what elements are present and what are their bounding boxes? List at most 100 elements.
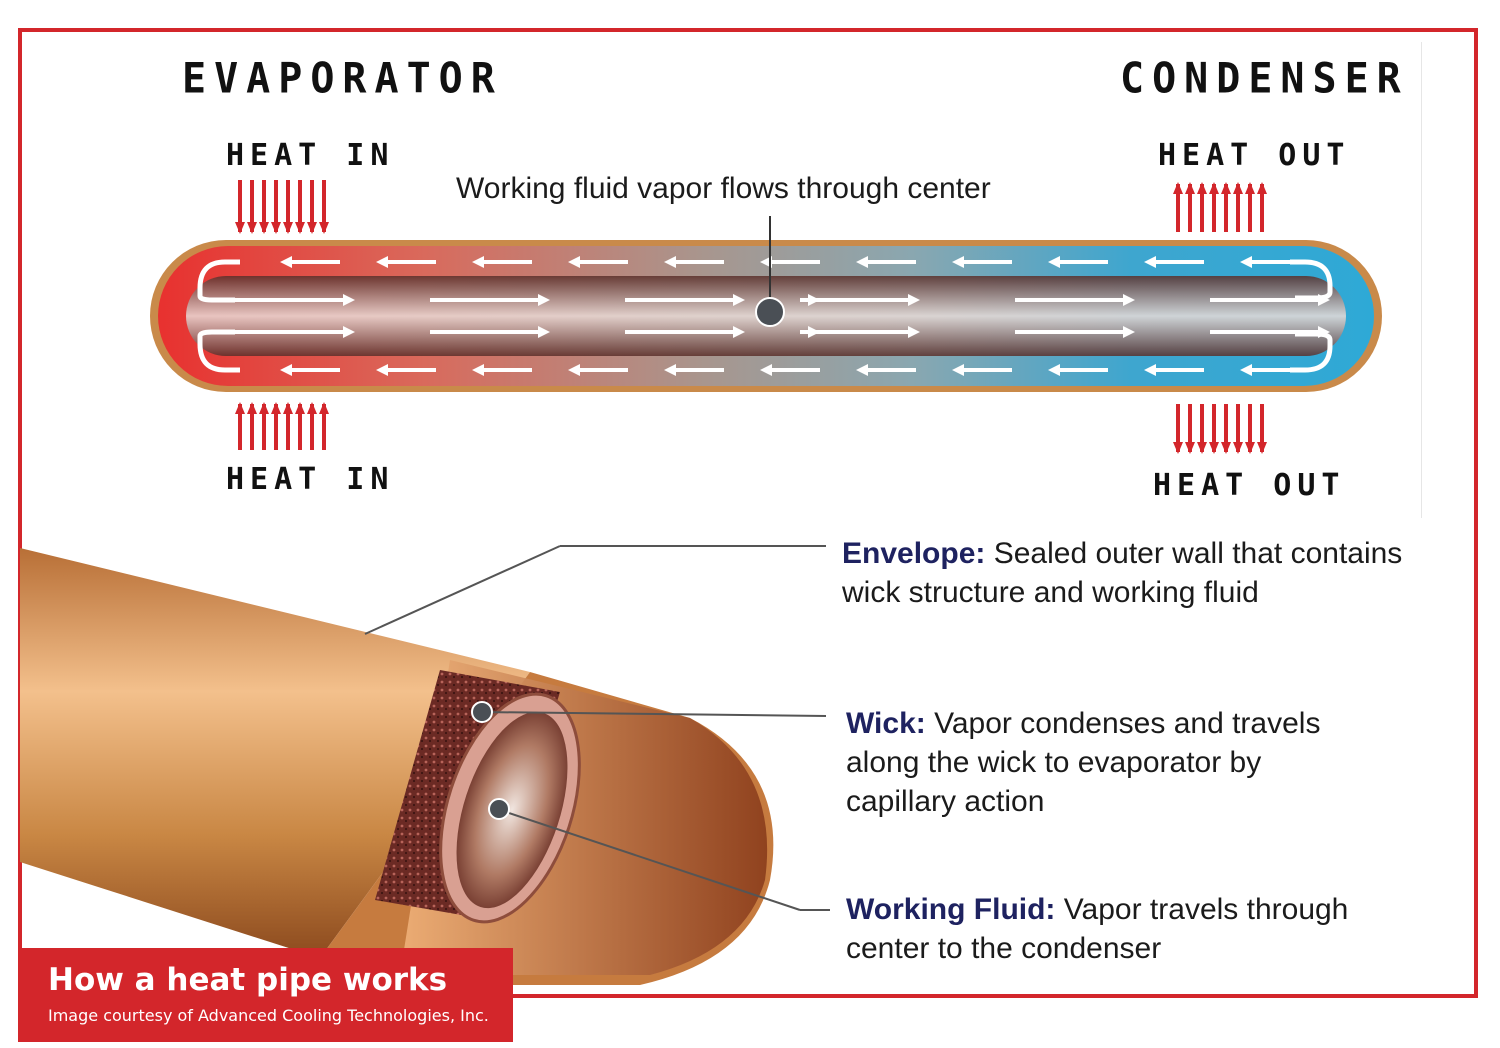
vapor-arrow-head (1123, 294, 1135, 306)
outer-frame (18, 28, 1478, 998)
legend-envelope: Envelope: Sealed outer wall that contain… (842, 534, 1462, 612)
heat-out-arrows-top (1173, 182, 1267, 232)
wick-callout-line (481, 711, 827, 717)
wick-arrow-head (280, 364, 292, 376)
vapor-arrow-head (808, 326, 820, 338)
heat-out-arrow-head (1185, 442, 1195, 454)
heat-in-arrow-head (247, 402, 257, 414)
wick-arrow-head (664, 256, 676, 268)
vapor-callout-dot (755, 297, 785, 327)
heat-out-arrow-head (1197, 182, 1207, 194)
heat-out-label-bottom: HEAT OUT (1153, 468, 1346, 503)
fluid-callout-dot (488, 798, 510, 820)
wick-callout-dot (471, 701, 493, 723)
heat-out-arrow-head (1245, 182, 1255, 194)
legend-envelope-text: Sealed outer wall that contains wick str… (842, 537, 1403, 609)
wick-arrow-head (568, 364, 580, 376)
heat-out-arrow-head (1245, 442, 1255, 454)
heat-out-arrow-head (1185, 182, 1195, 194)
wick-arrow-head (1048, 364, 1060, 376)
heat-out-arrow-head (1257, 442, 1267, 454)
wick-arrow-head (1240, 256, 1252, 268)
heat-out-arrow-head (1257, 182, 1267, 194)
vapor-arrow-head (343, 326, 355, 338)
legend-fluid-text: Vapor travels through center to the cond… (846, 893, 1349, 965)
heat-out-arrow-head (1209, 182, 1219, 194)
heat-out-arrow-head (1173, 182, 1183, 194)
legend-wick-text: Vapor condenses and travels along the wi… (846, 707, 1321, 818)
wick-arrow-head (952, 256, 964, 268)
vapor-callout-text: Working fluid vapor flows through center (456, 172, 991, 205)
heat-in-arrows-bottom (235, 402, 329, 450)
heat-in-arrow-head (235, 402, 245, 414)
heat-in-arrow-head (247, 222, 257, 234)
heat-pipe-cutaway (20, 545, 830, 985)
caption-credit: Image courtesy of Advanced Cooling Techn… (48, 1006, 489, 1025)
wick-arrow-head (472, 256, 484, 268)
legend-working-fluid: Working Fluid: Vapor travels through cen… (846, 890, 1406, 968)
legend-wick-term: Wick: (846, 707, 926, 740)
wick-arrow-head (280, 256, 292, 268)
wick-arrow-head (760, 364, 772, 376)
heat-in-arrows-top (235, 180, 329, 234)
envelope-callout-line-a (364, 545, 561, 635)
heat-in-arrow-head (271, 222, 281, 234)
wick-arrow-head (952, 364, 964, 376)
wick-arrow-head (1048, 256, 1060, 268)
heat-in-arrow-head (283, 222, 293, 234)
vapor-arrow-head (908, 326, 920, 338)
heat-in-arrow-head (295, 402, 305, 414)
wick-arrow-head (664, 364, 676, 376)
wick-arrow-head (376, 364, 388, 376)
vapor-flow-arrows (235, 294, 1330, 338)
wick-arrow-head (1144, 256, 1156, 268)
heat-in-arrow-head (307, 402, 317, 414)
heat-in-arrow-head (235, 222, 245, 234)
divider-line (1421, 42, 1422, 518)
heat-pipe-straight (150, 216, 1382, 392)
wick-flow-arrows (280, 256, 1300, 376)
heat-out-arrow-head (1233, 182, 1243, 194)
vapor-arrow-head (1123, 326, 1135, 338)
vapor-arrow-head (538, 294, 550, 306)
heat-in-arrow-head (295, 222, 305, 234)
vapor-arrow-head (733, 326, 745, 338)
wick-arrow-head (472, 364, 484, 376)
vapor-arrow-head (538, 326, 550, 338)
vapor-arrow-head (908, 294, 920, 306)
heat-in-arrow-head (319, 402, 329, 414)
flow-curve-left-top (197, 259, 240, 303)
wick-arrow-head (1144, 364, 1156, 376)
heat-in-arrow-head (319, 222, 329, 234)
caption-box: How a heat pipe works Image courtesy of … (18, 948, 513, 1042)
heat-out-arrow-head (1209, 442, 1219, 454)
heat-in-arrow-head (259, 222, 269, 234)
heat-out-arrow-head (1221, 182, 1231, 194)
wick-arrow-head (1240, 364, 1252, 376)
heat-in-arrow-head (283, 402, 293, 414)
wick-arrow-head (856, 364, 868, 376)
heat-in-label-bottom: HEAT IN (226, 462, 395, 497)
legend-wick: Wick: Vapor condenses and travels along … (846, 704, 1346, 821)
cutaway-envelope-body (20, 548, 530, 958)
heat-in-label-top: HEAT IN (226, 138, 395, 173)
evaporator-label: EVAPORATOR (182, 54, 503, 104)
legend-fluid-term: Working Fluid: (846, 893, 1056, 926)
vapor-arrow-head (1318, 326, 1330, 338)
heat-out-arrow-head (1233, 442, 1243, 454)
vapor-arrow-head (343, 294, 355, 306)
heat-in-arrow-head (271, 402, 281, 414)
flow-curve-left-bottom (197, 329, 240, 373)
wick-arrow-head (856, 256, 868, 268)
heat-out-arrow-head (1197, 442, 1207, 454)
heat-out-arrows-bottom (1173, 404, 1267, 454)
heat-out-arrow-head (1221, 442, 1231, 454)
heat-out-label-top: HEAT OUT (1158, 138, 1351, 173)
heat-in-arrow-head (307, 222, 317, 234)
vapor-arrow-head (1318, 294, 1330, 306)
heat-in-arrow-head (259, 402, 269, 414)
legend-envelope-term: Envelope: (842, 537, 986, 570)
fluid-callout-line-a (499, 809, 801, 911)
heat-out-arrow-head (1173, 442, 1183, 454)
